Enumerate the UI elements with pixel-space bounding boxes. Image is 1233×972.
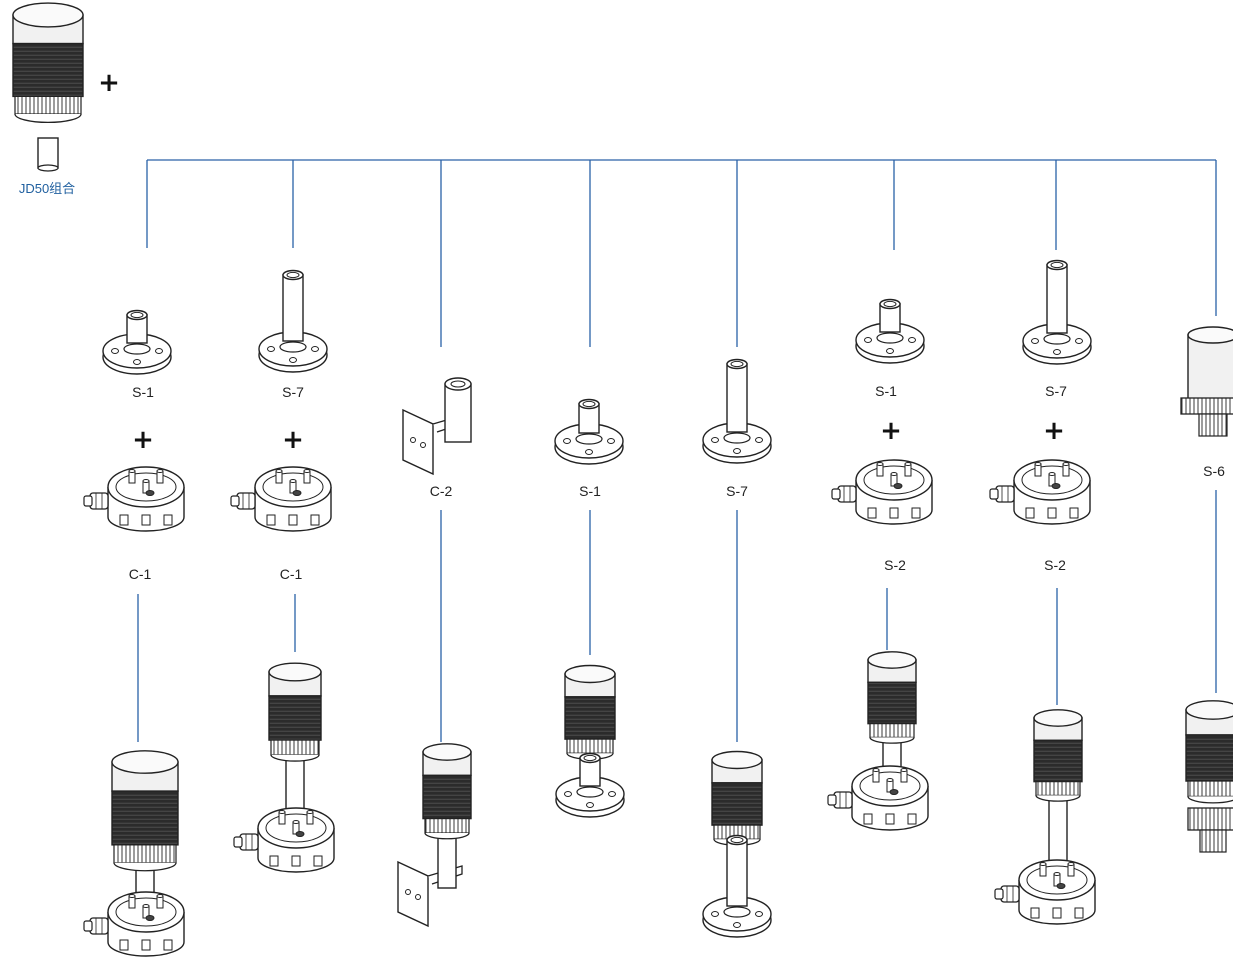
main-light-icon: [12, 2, 84, 172]
parts-layer: [12, 2, 1233, 957]
col-6-mount-label: S-2: [884, 557, 906, 573]
main-plus-sign: +: [98, 68, 120, 98]
col-4-base-label: S-1: [579, 483, 601, 499]
col-2-plus-sign: +: [282, 425, 304, 455]
col-5-base-label: S-7: [726, 483, 748, 499]
col-1-assembly-icon: [111, 750, 179, 905]
col-5-assembly-base: [702, 834, 772, 938]
col-3-assembly-icon: [397, 743, 472, 928]
connector-lines: [137, 159, 1217, 742]
col-6-assembly-head: [867, 651, 917, 744]
col-8-assembly-head: [1185, 700, 1233, 804]
col-8-base-s6-icon: [1180, 326, 1233, 437]
col-1-base-label: S-1: [132, 384, 154, 400]
col-7-base-s7-icon: [1022, 259, 1092, 365]
col-6-assembly-icon: [867, 651, 917, 777]
col-4-assembly-icon: [564, 664, 616, 760]
col-6-junction-s2-icon: [831, 459, 933, 525]
col-4-assembly-head: [564, 664, 616, 760]
col-7-base-label: S-7: [1045, 383, 1067, 399]
col-8-assembly-icon: [1185, 700, 1233, 853]
col-4-base-s1-icon: [554, 398, 624, 465]
col-2-base-s7-icon: [258, 269, 328, 373]
col-2-assembly-box: [233, 807, 335, 873]
col-8-base-label: S-6: [1203, 463, 1225, 479]
col-5-assembly-head: [711, 750, 763, 846]
col-5-assembly-icon: [711, 750, 763, 846]
col-7-assembly-box: [994, 859, 1096, 925]
col-1-assembly-box: [83, 891, 185, 957]
col-7-plus-sign: +: [1043, 416, 1065, 446]
col-1-junction-c1-icon: [83, 466, 185, 532]
col-1-mount-label: C-1: [128, 566, 152, 582]
col-1-plus-sign: +: [132, 425, 154, 455]
col-2-base-label: S-7: [282, 384, 304, 400]
col-7-assembly-icon: [1033, 709, 1083, 873]
col-1-assembly-head: [111, 750, 179, 872]
col-4-assembly-base: [555, 752, 625, 818]
col-6-plus-sign: +: [880, 416, 902, 446]
col-7-assembly-head: [1033, 709, 1083, 802]
col-3-assembly-head: [422, 743, 472, 840]
main-light-label: JD50组合: [18, 181, 76, 196]
col-5-base-s7-icon: [702, 358, 772, 464]
col-2-assembly-head: [268, 662, 322, 762]
col-3-bracket-c2-icon: [402, 377, 472, 476]
col-6-base-label: S-1: [875, 383, 897, 399]
main-light-head: [12, 2, 84, 124]
col-7-mount-label: S-2: [1044, 557, 1066, 573]
col-1-base-s1-icon: [102, 309, 172, 375]
col-6-assembly-box: [827, 765, 929, 831]
col-6-base-s1-icon: [855, 298, 925, 364]
col-2-junction-c1-icon: [230, 466, 332, 532]
col-2-mount-label: C-1: [279, 566, 303, 582]
col-2-assembly-icon: [268, 662, 322, 823]
col-7-junction-s2-icon: [989, 459, 1091, 525]
col-3-base-label: C-2: [429, 483, 453, 499]
